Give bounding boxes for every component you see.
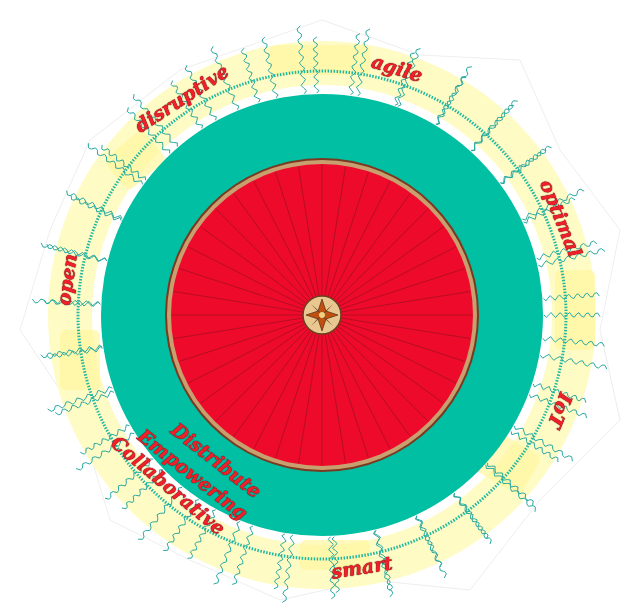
spoke-line <box>234 315 322 436</box>
wave-stroke <box>313 37 319 93</box>
spoke-line <box>188 315 322 383</box>
spoke-line <box>174 315 322 339</box>
wave-stroke <box>436 67 472 125</box>
spoke-line <box>322 167 346 315</box>
spoke-line <box>201 227 322 315</box>
wave-stroke <box>471 105 514 150</box>
spoke-line <box>322 315 368 458</box>
wave-stroke <box>416 516 447 578</box>
wave-stroke <box>88 143 142 184</box>
spoke-line <box>201 315 322 403</box>
spoke-line <box>322 315 465 361</box>
spoke-line <box>174 292 322 316</box>
spoke-line <box>322 315 456 383</box>
wave-stroke <box>232 526 253 584</box>
spoke-line <box>322 315 346 463</box>
spoke-line <box>299 315 323 463</box>
wave-stroke <box>356 29 370 96</box>
wave-stroke <box>454 493 492 544</box>
spoke-line <box>216 209 322 315</box>
spoke-line <box>216 315 322 421</box>
wave-stroke <box>67 191 122 219</box>
wave-stroke <box>282 535 294 602</box>
spoke-line <box>322 315 323 465</box>
spoke-line <box>276 315 322 458</box>
spoke-line <box>322 227 443 315</box>
spoke-line <box>322 315 410 436</box>
spoke-line <box>322 181 390 315</box>
wave-stroke <box>47 346 103 358</box>
spoke-line <box>188 247 322 315</box>
spoke-line <box>322 315 428 421</box>
spoke-line <box>322 315 443 403</box>
spoke-line <box>322 165 323 315</box>
spoke-line <box>172 315 322 316</box>
spoke-line <box>322 172 368 315</box>
spoke-line <box>234 194 322 315</box>
spoke-line <box>254 181 322 315</box>
spoke-line <box>322 269 465 315</box>
wave-stroke <box>241 48 260 102</box>
spoke-line <box>322 315 390 449</box>
spoke-line <box>299 167 323 315</box>
wave-stroke <box>41 345 103 358</box>
spoke-line <box>179 269 322 315</box>
spoke-line <box>322 315 472 316</box>
spoke-line <box>254 315 322 449</box>
spoke-line <box>276 172 322 315</box>
wave-stroke <box>416 516 442 567</box>
wave-stroke <box>297 26 306 94</box>
wave-stroke <box>543 337 605 347</box>
wave-stroke <box>501 146 552 183</box>
wave-stroke <box>55 391 114 415</box>
wave-stroke <box>274 534 286 589</box>
spoke-line <box>179 315 322 361</box>
wave-stroke <box>544 313 600 318</box>
wave-stroke <box>48 387 113 412</box>
wave-stroke <box>514 426 572 461</box>
spoke-line <box>322 315 470 339</box>
wave-stroke <box>262 37 278 98</box>
spoke-line <box>322 247 456 315</box>
spoke-line <box>322 194 410 315</box>
wave-stroke <box>543 293 599 301</box>
spoke-line <box>322 292 470 316</box>
spoke-line <box>322 209 428 315</box>
wave-stroke <box>540 354 607 369</box>
